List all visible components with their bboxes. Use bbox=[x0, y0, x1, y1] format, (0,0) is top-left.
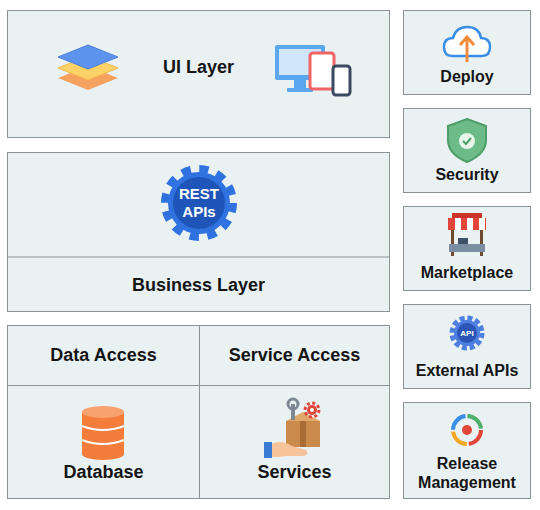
shield-icon bbox=[448, 119, 486, 162]
market-stall-icon bbox=[448, 213, 486, 256]
layer-label: Business Layer bbox=[8, 276, 389, 295]
layer-label: External APIs bbox=[404, 361, 530, 380]
database-icon bbox=[82, 406, 124, 460]
layers-icon bbox=[58, 45, 118, 90]
devices-icon bbox=[275, 45, 350, 95]
icon-label: API bbox=[452, 329, 482, 338]
api-gear-icon bbox=[452, 318, 482, 348]
gear-node: REST APIs bbox=[161, 165, 237, 241]
layer-box: Deploy bbox=[403, 10, 531, 95]
layer-label: Release Management bbox=[412, 454, 522, 492]
cloud-deploy-icon bbox=[444, 27, 490, 62]
layer-box: UI Layer bbox=[7, 10, 390, 138]
layer-label: UI Layer bbox=[8, 58, 389, 77]
layer-box: Database bbox=[7, 385, 200, 499]
gear-label: REST APIs bbox=[175, 185, 223, 221]
layer-label: Deploy bbox=[404, 67, 530, 86]
layer-box: Marketplace bbox=[403, 206, 531, 291]
layer-box: Security bbox=[403, 108, 531, 193]
layer-label: Marketplace bbox=[404, 263, 530, 282]
layer-box: Data Access bbox=[7, 325, 200, 386]
divider-line bbox=[7, 257, 390, 258]
layer-box: External APIs bbox=[403, 304, 531, 389]
layer-box: Business Layer REST APIs bbox=[7, 152, 390, 312]
services-icon bbox=[264, 399, 320, 458]
layer-label: Database bbox=[8, 463, 199, 482]
layer-label: Data Access bbox=[8, 346, 199, 365]
layer-label: Security bbox=[404, 165, 530, 184]
layer-box: Service Access bbox=[199, 325, 390, 386]
layer-box: Release Management bbox=[403, 402, 531, 499]
layer-box: Services bbox=[199, 385, 390, 499]
release-cycle-icon bbox=[453, 416, 481, 444]
layer-label: Services bbox=[200, 463, 389, 482]
layer-label: Service Access bbox=[200, 346, 389, 365]
